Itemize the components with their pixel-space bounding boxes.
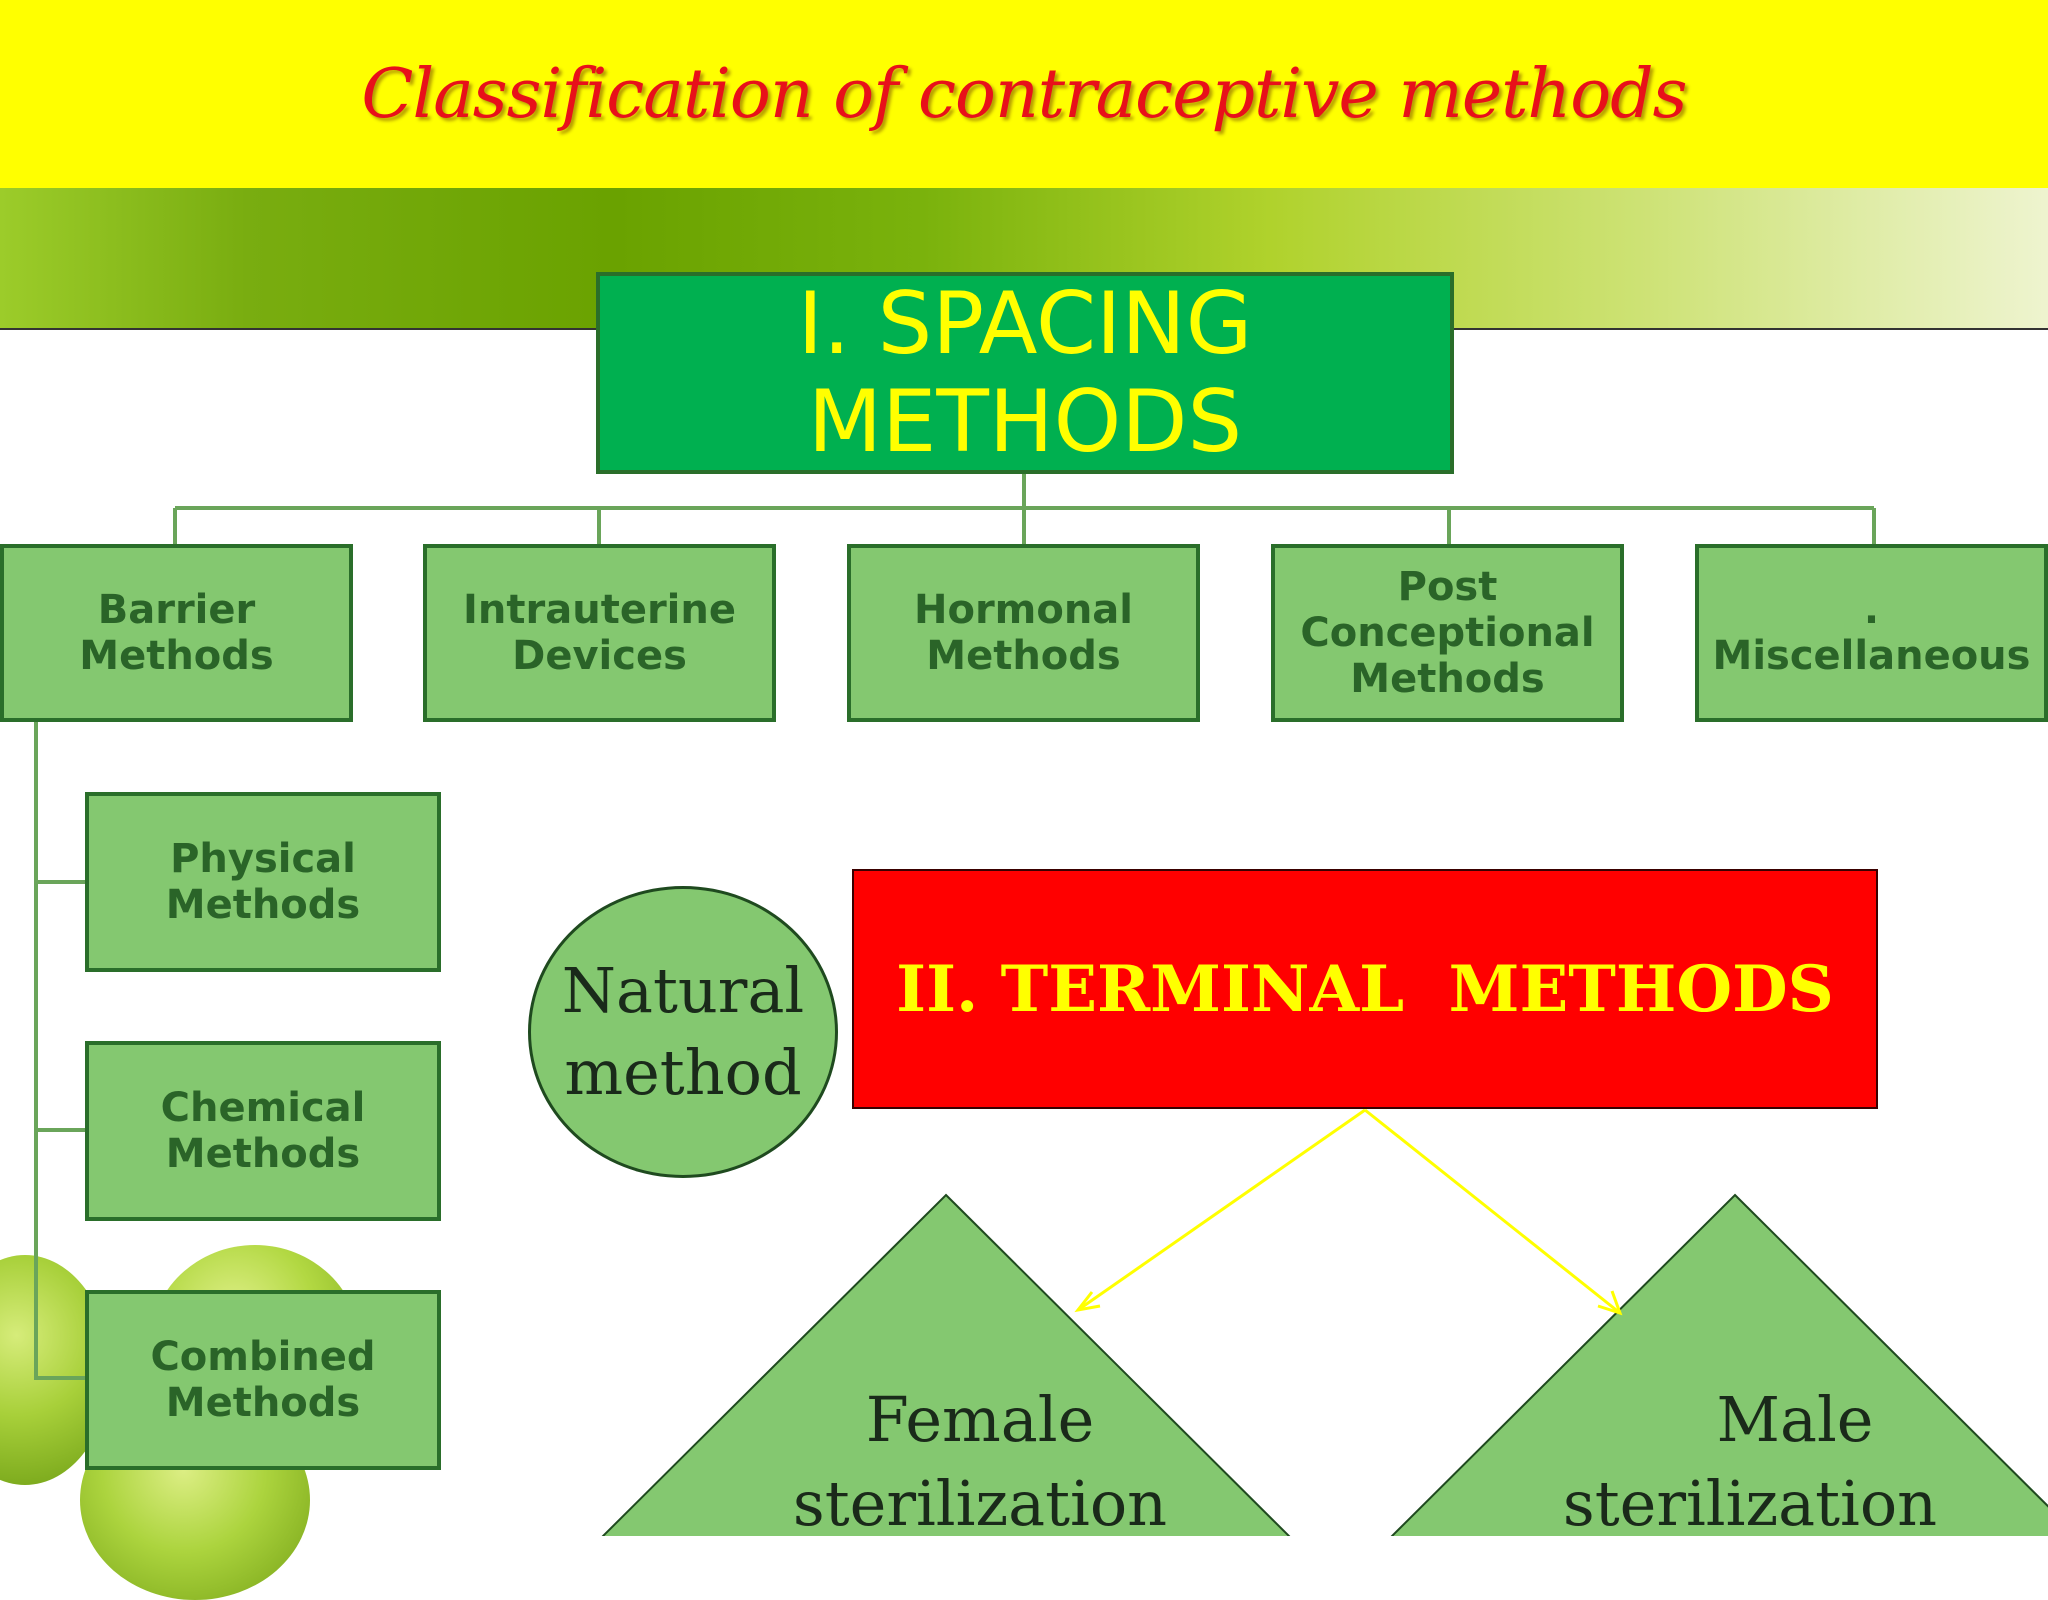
box-label: Conceptional	[1300, 610, 1595, 656]
box-label: Methods	[165, 882, 361, 928]
natural-label-line2: method	[564, 1036, 802, 1109]
spacing-label-line1: I. SPACING	[797, 274, 1253, 374]
box-label: Post	[1397, 564, 1498, 610]
box-label: Methods	[165, 1380, 361, 1426]
box-label: Miscellaneous	[1712, 633, 2031, 679]
box-label: Combined	[150, 1334, 376, 1380]
box-label: Methods	[165, 1131, 361, 1177]
natural-method-circle: Natural method	[528, 886, 838, 1178]
female-sterilization-triangle	[601, 1193, 1291, 1536]
natural-label-line1: Natural	[561, 954, 805, 1027]
female-label-line2: sterilization	[792, 1467, 1168, 1536]
box-label: Methods	[79, 633, 274, 679]
box-label: Devices	[512, 633, 687, 679]
box-label: Intrauterine	[463, 587, 736, 633]
terminal-label: II. TERMINAL METHODS	[896, 951, 1834, 1027]
terminal-arrows	[1074, 1108, 1623, 1316]
box-label: Physical	[170, 836, 356, 882]
box-label: Hormonal	[913, 587, 1134, 633]
terminal-methods-box: II. TERMINAL METHODS	[852, 869, 1878, 1109]
title-bar	[0, 0, 2048, 188]
spacing-label-line2: METHODS	[807, 372, 1243, 472]
male-label-line2: sterilization	[1562, 1467, 1938, 1536]
miscellaneous-box: .Miscellaneous	[1695, 544, 2048, 722]
box-label: Methods	[1350, 656, 1545, 702]
male-sterilization-label: Male sterilization	[1520, 1378, 1980, 1536]
female-sterilization-label: Female sterilization	[770, 1378, 1190, 1536]
box-label: Chemical	[160, 1085, 366, 1131]
box-label: Methods	[926, 633, 1121, 679]
female-label-line1: Female	[865, 1383, 1095, 1456]
box-label: Barrier	[97, 587, 256, 633]
male-label-line1: Male	[1716, 1383, 1874, 1456]
slide-title: Classification of contraceptive methods	[361, 54, 1687, 134]
box-label: .	[1863, 587, 1880, 633]
connector-lines	[34, 474, 2048, 1536]
male-sterilization-triangle	[1390, 1193, 2048, 1536]
